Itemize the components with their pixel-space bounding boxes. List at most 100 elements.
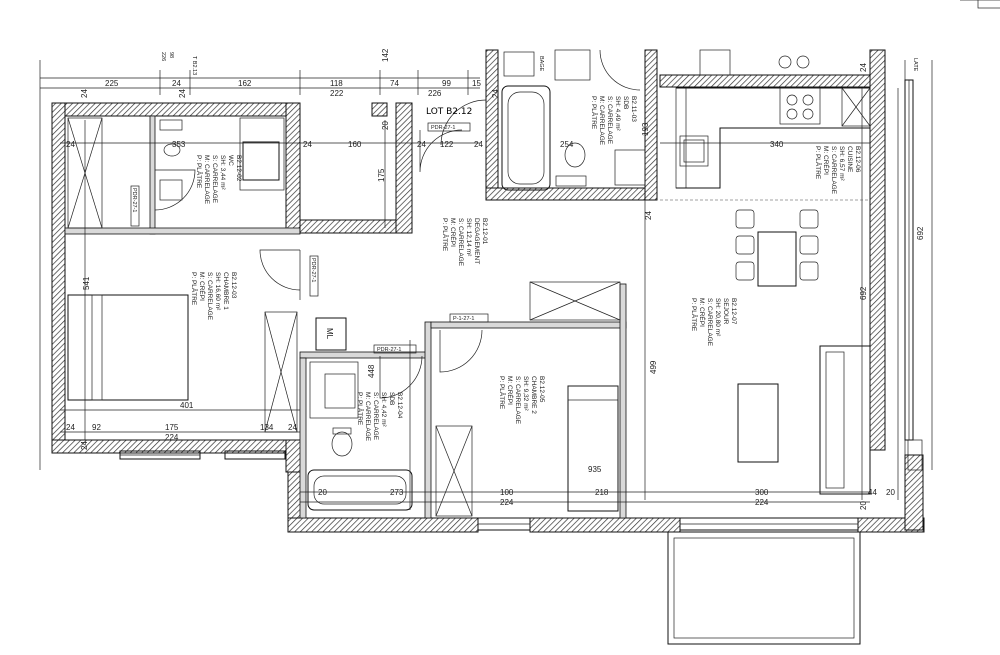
room-label-degagement: B2.12-01 DEGAGEMENT SH: 12,14 m² S: CARR…: [441, 218, 488, 267]
dim-692-outer: 692: [916, 226, 925, 240]
room-labels: B2.12-03 CHAMBRE 1 SH: 16,60 m² S: CARRE…: [190, 96, 861, 442]
room-id: B2.12-03: [230, 272, 237, 299]
dim-bl-224: 224: [165, 433, 179, 442]
room-area: SH: 4,42 m²: [380, 392, 387, 428]
dim-top2-226: 226: [428, 89, 442, 98]
room-ceiling: P: PLÂTRE: [195, 155, 204, 189]
room-floor: S: CARRELAGE: [514, 376, 521, 425]
room-wall: M: CARRELAGE: [364, 392, 371, 442]
room-ceiling: P: PLÂTRE: [498, 376, 507, 410]
room-wall: M: CRÉPI: [198, 272, 207, 301]
room-wall: M: CRÉPI: [822, 146, 831, 175]
dim-24-c: 24: [303, 140, 312, 149]
dim-top-225: 225: [105, 79, 119, 88]
dim-692-inner: 692: [859, 286, 868, 300]
room-floor: S: CARRELAGE: [206, 272, 213, 321]
dim-20-r1: 20: [886, 488, 895, 497]
dim-top-24: 24: [172, 79, 181, 88]
room-name: SDB: [388, 392, 395, 405]
dim-ch2-100: 100: [500, 488, 514, 497]
room-id: B2.11-03: [630, 96, 637, 122]
room-label-sejour: B2.12-07 SEJOUR SH: 20,80 m² S: CARRELAG…: [690, 298, 737, 347]
room-label-sdb-04: B2.12-04 SDB SH: 4,42 m² S: CARRELAGE M:…: [356, 392, 403, 442]
room-name: DEGAGEMENT: [473, 218, 480, 264]
dim-193: 193: [641, 122, 650, 136]
dim-misc-20: 20: [381, 121, 390, 130]
room-label-chambre-1: B2.12-03 CHAMBRE 1 SH: 16,60 m² S: CARRE…: [190, 272, 237, 321]
dim-24-k: 24: [491, 89, 500, 98]
room-id: B2.12-04: [396, 392, 403, 419]
room-id: B2.12-05: [538, 376, 545, 403]
room-area: SH: 3,44 m²: [219, 155, 226, 191]
room-name: CHAMBRE 1: [222, 272, 229, 310]
dim-175: 175: [377, 168, 386, 182]
door-tag-4: PDR-27-1: [377, 347, 401, 353]
dim-bl-92: 92: [92, 423, 101, 432]
dimension-labels: 225 24 162 118 74 99 15 222 226 142 353 …: [66, 48, 925, 510]
balcony: [667, 531, 861, 645]
dim-24-j: 24: [178, 89, 187, 98]
room-name: CUISINE: [846, 146, 853, 173]
dim-top-74: 74: [390, 79, 399, 88]
dim-misc-254: 254: [560, 140, 574, 149]
dim-24-l: 24: [859, 63, 868, 72]
room-floor: S: CARRELAGE: [211, 155, 218, 204]
room-floor: S: CARRELAGE: [606, 96, 613, 145]
room-area: SH: 12,14 m²: [465, 218, 472, 257]
room-id: B2.12-01: [481, 218, 488, 245]
room-ceiling: P: PLÂTRE: [441, 218, 450, 252]
dim-44: 44: [868, 488, 877, 497]
dim-top-15: 15: [472, 79, 481, 88]
dim-448: 448: [367, 364, 376, 378]
ref-b213: T B2.13: [191, 56, 197, 75]
room-wall: M: CARRELAGE: [598, 96, 605, 146]
room-wall: M: CARRELAGE: [203, 155, 210, 205]
dim-24-e: 24: [474, 140, 483, 149]
dim-ch2-224: 224: [500, 498, 514, 507]
dim-24-b: 24: [66, 140, 75, 149]
dim-20-left: 20: [318, 488, 327, 497]
bage-label: BAGE: [538, 56, 544, 72]
dim-160: 160: [348, 140, 362, 149]
dim-122: 122: [440, 140, 454, 149]
dim-24-i: 24: [80, 441, 89, 450]
door-tag-3: PDR-27-1: [310, 258, 316, 282]
dim-401: 401: [180, 401, 194, 410]
room-name: SEJOUR: [722, 298, 729, 325]
lot-label: LOT B2.12: [426, 107, 472, 117]
room-label-wc: B2.12-02 WC SH: 3,44 m² S: CARRELAGE M: …: [195, 155, 242, 205]
dim-24-d: 24: [417, 140, 426, 149]
dim-bl-134: 134: [260, 423, 274, 432]
door-tags: PDR-27-1 PDR-27-1 PDR-27-1 PDR-27-1 P-1-…: [130, 122, 489, 354]
walls: [51, 49, 925, 533]
room-id: B2.12-06: [854, 146, 861, 173]
room-area: SH: 16,60 m²: [214, 272, 221, 311]
room-floor: S: CARRELAGE: [830, 146, 837, 195]
dim-living-224: 224: [755, 498, 769, 507]
room-ceiling: P: PLÂTRE: [590, 96, 599, 130]
dim-ch2-218: 218: [595, 488, 609, 497]
room-name: CHAMBRE 2: [530, 376, 537, 414]
dimension-lines: [60, 88, 899, 510]
dim-24-h: 24: [644, 211, 653, 220]
room-wall: M: CRÉPI: [698, 298, 707, 327]
dim-24-g: 24: [288, 423, 297, 432]
room-name: SDB: [622, 96, 629, 109]
room-label-cuisine: B2.12-06 CUISINE SH: 6,57 m² S: CARRELAG…: [814, 146, 861, 195]
room-area: SH: 9,32 m²: [522, 376, 529, 412]
ref-98: 98: [168, 52, 174, 58]
dim-bl-175: 175: [165, 423, 179, 432]
room-floor: S: CARRELAGE: [706, 298, 713, 347]
room-name: WC: [227, 155, 234, 166]
dim-living-300: 300: [755, 488, 769, 497]
room-wall: M: CRÉPI: [449, 218, 458, 247]
dim-24-f: 24: [66, 423, 75, 432]
dim-24-a: 24: [80, 89, 89, 98]
door-tag-5: P-1-27-1: [453, 316, 474, 322]
room-label-sdb-b211: B2.11-03 SDB SH: 4,49 m² S: CARRELAGE M:…: [590, 96, 637, 146]
ref-late: LATE: [912, 58, 918, 72]
room-ceiling: P: PLÂTRE: [356, 392, 365, 426]
dim-top2-222: 222: [330, 89, 344, 98]
room-ceiling: P: PLÂTRE: [814, 146, 823, 180]
dim-541: 541: [82, 276, 91, 290]
